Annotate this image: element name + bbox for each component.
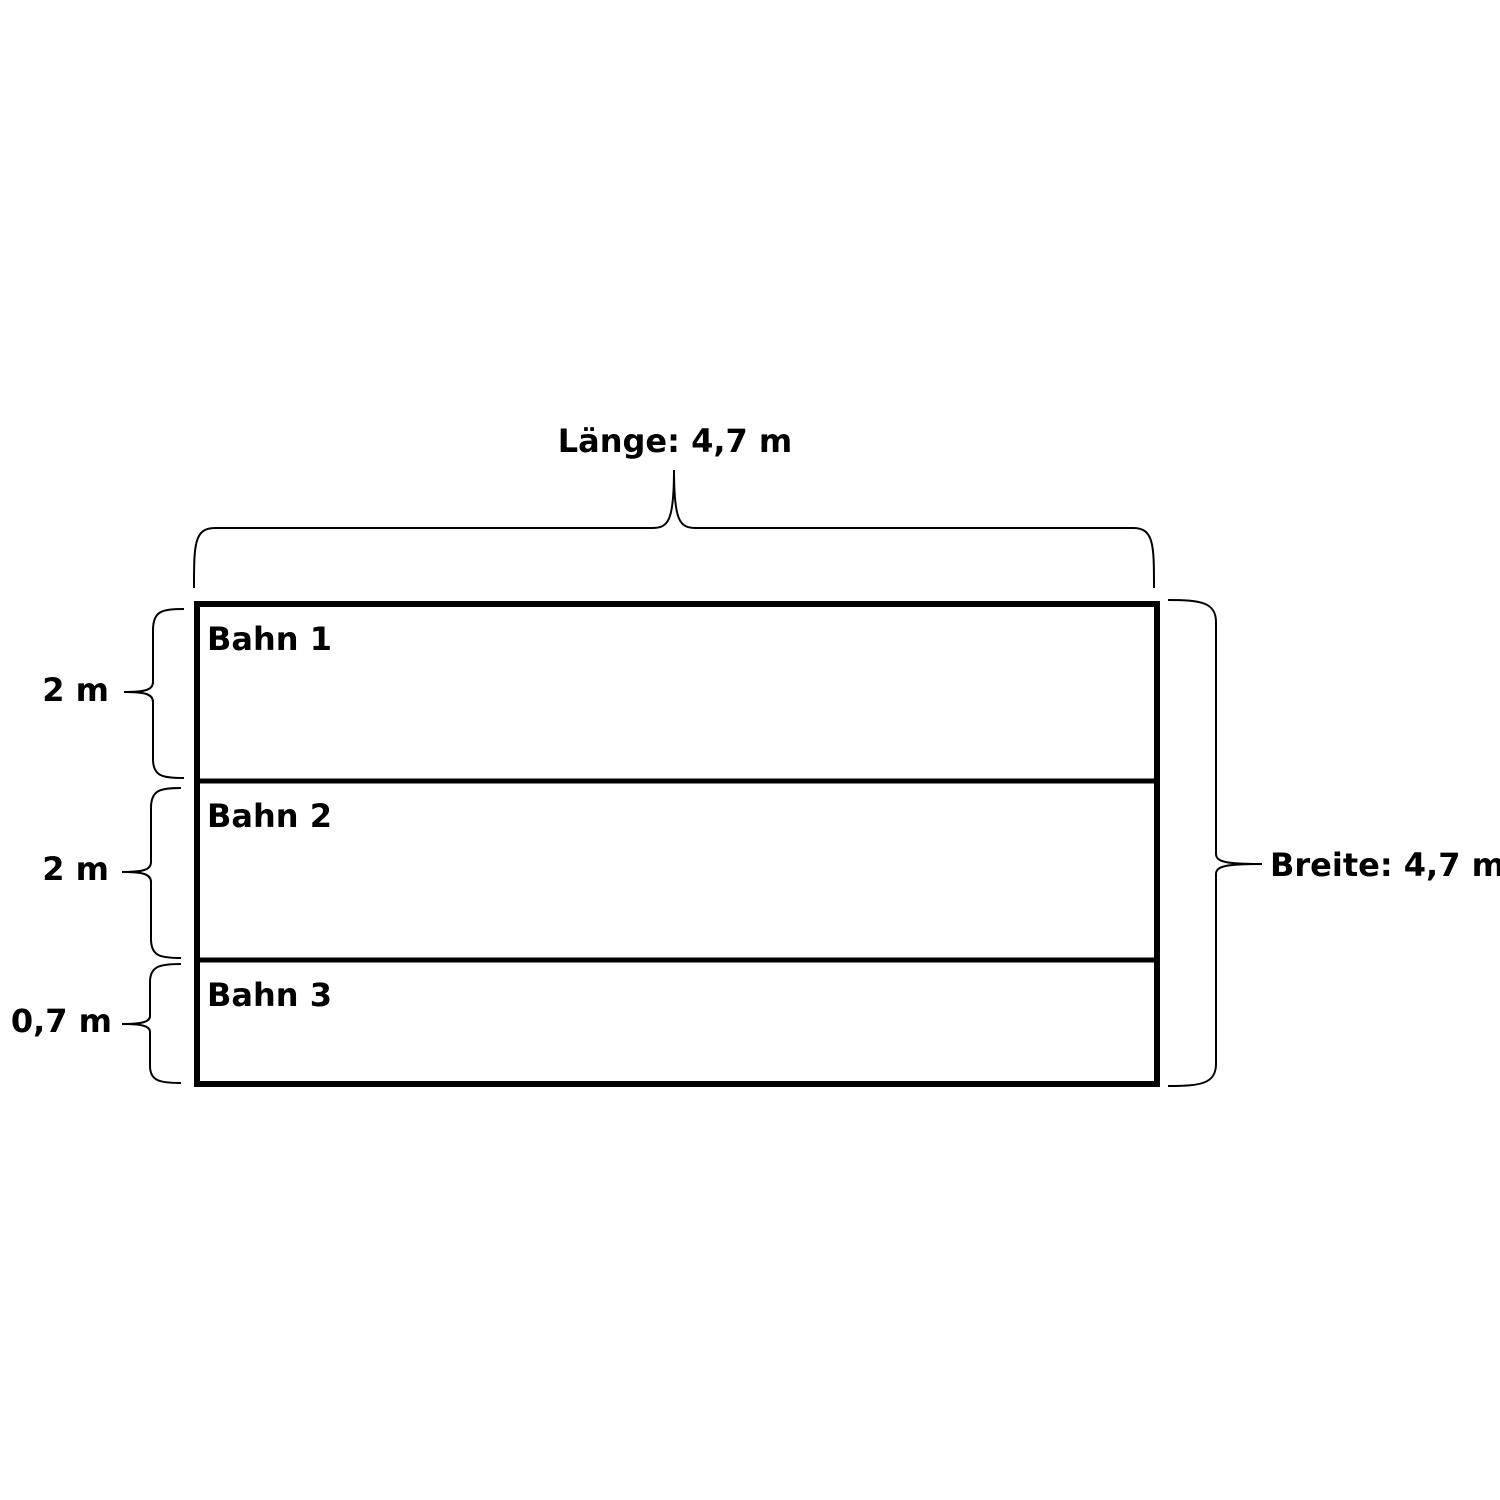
width-brace (1167, 599, 1263, 1087)
width-label: Breite: 4,7 m (1270, 846, 1500, 884)
strip-3-brace (121, 963, 182, 1084)
strip-2-brace (121, 787, 182, 959)
strip-1-width-label: 2 m (42, 671, 109, 709)
length-label: Länge: 4,7 m (558, 422, 792, 460)
room-outline (194, 601, 1160, 1087)
strip-label-2: Bahn 2 (207, 797, 332, 835)
length-brace (193, 469, 1155, 589)
strip-1-brace (123, 608, 185, 779)
strip-label-1: Bahn 1 (207, 620, 332, 658)
strip-3-width-label: 0,7 m (11, 1002, 112, 1040)
strip-label-3: Bahn 3 (207, 976, 332, 1014)
strip-2-width-label: 2 m (42, 850, 109, 888)
